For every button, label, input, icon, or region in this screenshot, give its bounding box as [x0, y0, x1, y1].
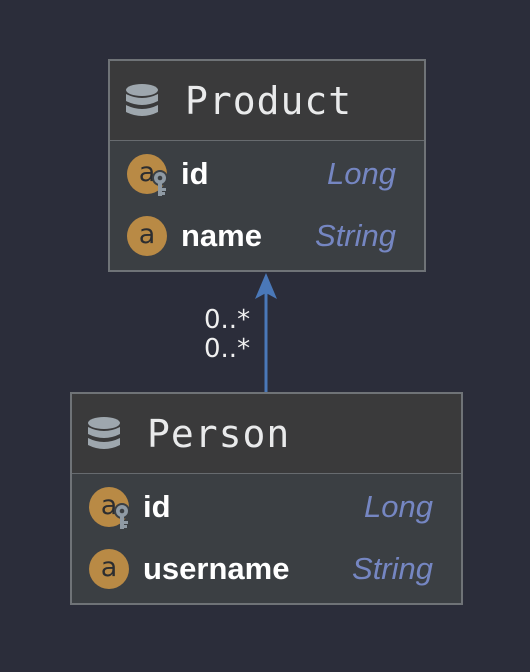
product-field-list: a id Long a name String [110, 141, 424, 267]
person-field-row-username[interactable]: a username String [72, 538, 461, 600]
field-type: Long [327, 156, 396, 191]
product-field-row-name[interactable]: a name String [110, 205, 424, 267]
product-field-row-id[interactable]: a id Long [110, 143, 424, 205]
person-field-row-id[interactable]: a id Long [72, 476, 461, 538]
product-entity-title: Product [185, 78, 353, 123]
attribute-letter: a [89, 549, 129, 589]
person-field-list: a id Long a username String [72, 474, 461, 600]
field-name: name [181, 218, 262, 253]
database-icon [126, 83, 158, 116]
attribute-icon: a [127, 154, 168, 196]
person-entity-title: Person [147, 411, 291, 456]
field-name: username [143, 551, 290, 586]
field-type: String [352, 551, 433, 586]
field-name: id [143, 489, 171, 524]
field-type: String [315, 218, 396, 253]
attribute-icon: a [89, 549, 129, 589]
attribute-icon: a [127, 216, 167, 256]
key-icon [114, 503, 130, 529]
person-entity-header[interactable]: Person [72, 394, 461, 474]
product-entity-header[interactable]: Product [110, 61, 424, 141]
field-type: Long [364, 489, 433, 524]
multiplicity-label-upper: 0..* [204, 305, 251, 335]
attribute-icon: a [89, 487, 130, 529]
multiplicity-label-lower: 0..* [204, 334, 251, 364]
field-name: id [181, 156, 209, 191]
arrowhead-icon [255, 273, 277, 299]
key-icon [152, 170, 168, 196]
attribute-letter: a [127, 216, 167, 256]
product-entity[interactable]: Product a id Long a name String [108, 59, 426, 272]
person-entity[interactable]: Person a id Long a username String [70, 392, 463, 605]
database-icon [88, 416, 120, 449]
